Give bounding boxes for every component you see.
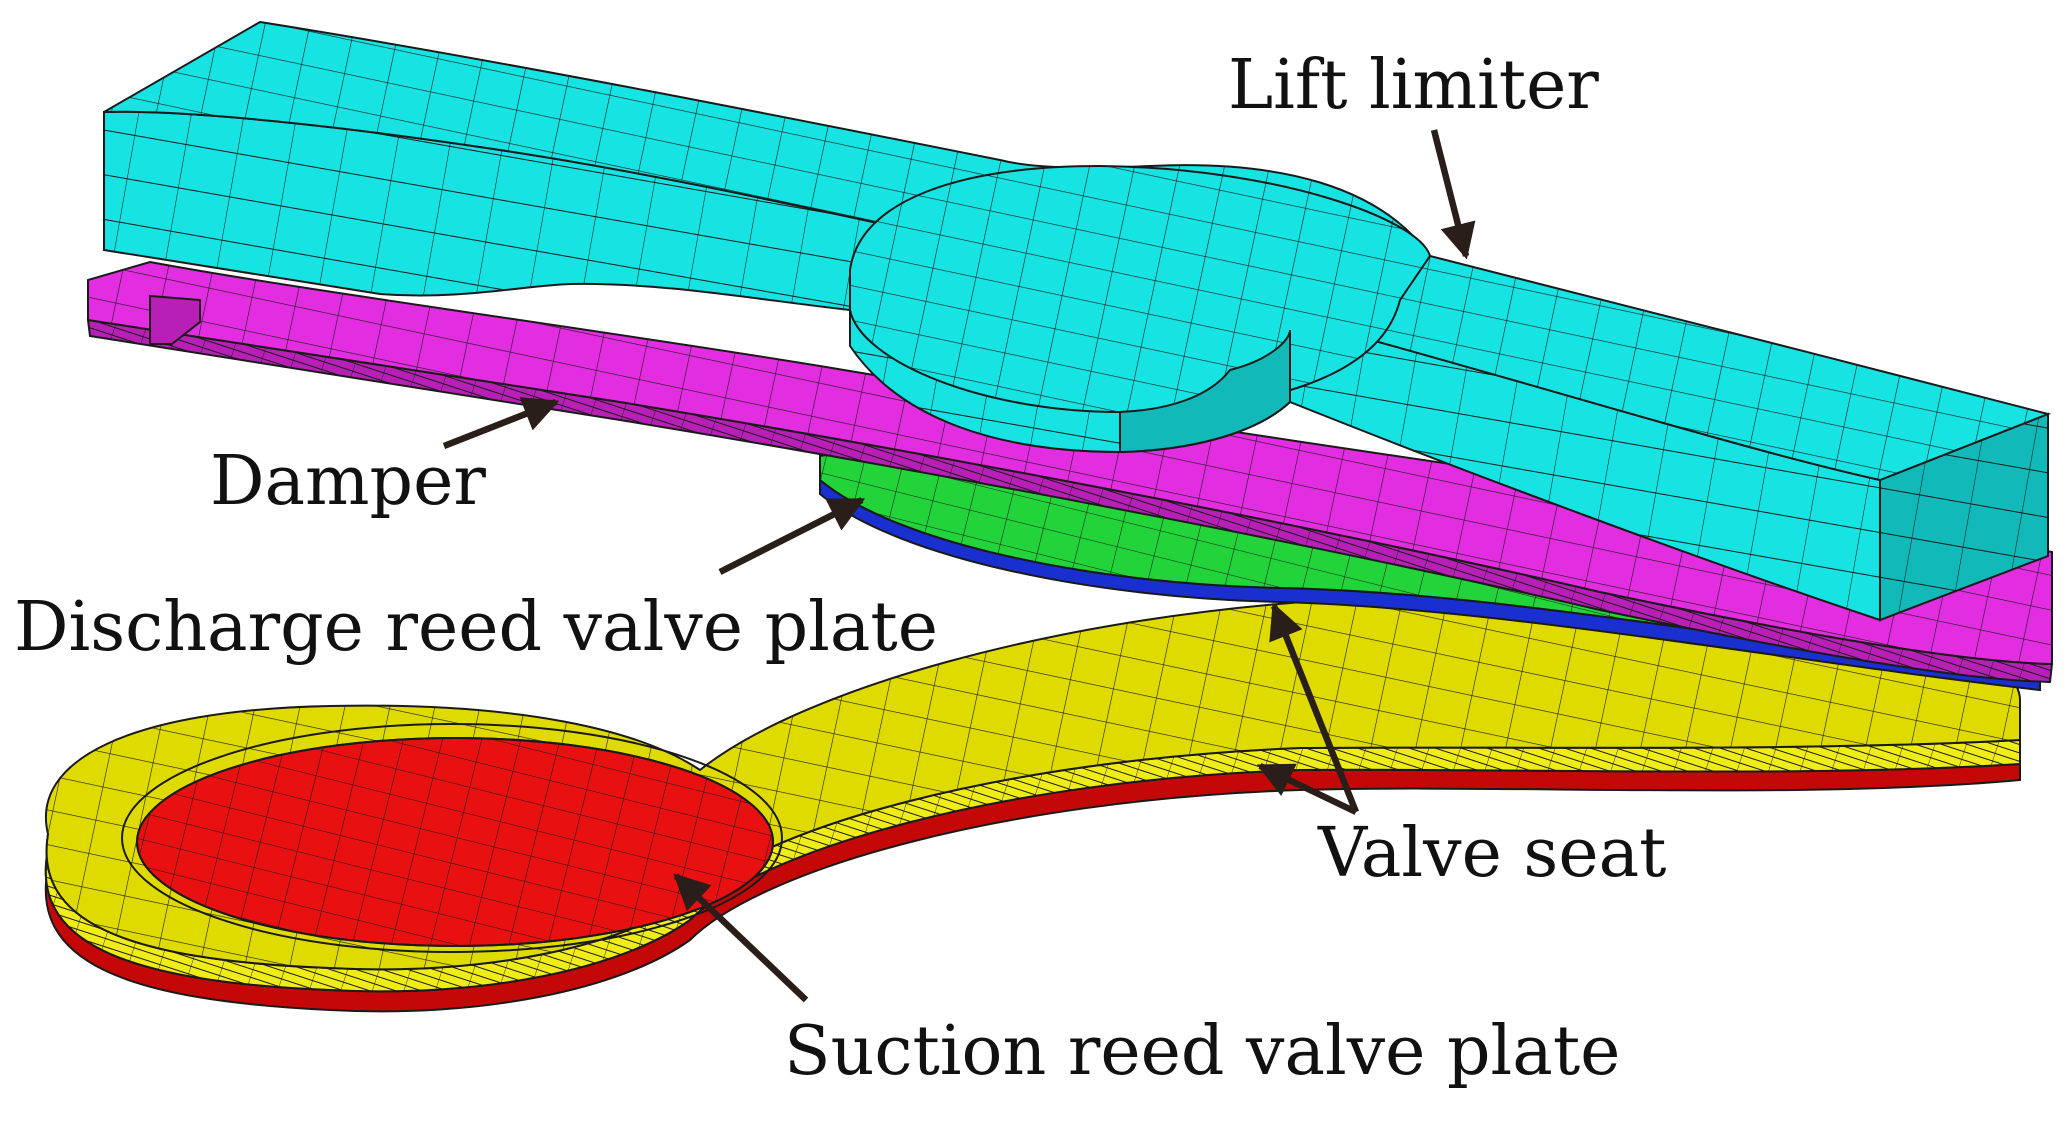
valve-seat-arrow-lower	[1256, 763, 1358, 815]
discharge-plate-arrow	[718, 497, 866, 575]
valve-seat-rim	[121, 723, 783, 953]
valve-seat-label: Valve seat	[1318, 814, 1667, 893]
suction-plate-arrow	[673, 873, 809, 1003]
lift-limiter-group	[103, 20, 2052, 622]
lift-limiter-arrow	[1430, 129, 1476, 260]
leader-arrows	[442, 129, 1476, 1003]
damper-arrow	[442, 397, 560, 450]
discharge-reed-valve-plate-label: Discharge reed valve plate	[14, 588, 938, 667]
valve-seat-assembly	[44, 596, 2021, 1013]
lift-limiter-label: Lift limiter	[1228, 46, 1599, 125]
lift-limiter-boss-rim	[1119, 329, 1291, 454]
damper-label: Damper	[210, 442, 486, 521]
damper-tab	[149, 294, 201, 345]
suction-reed-valve-plate-label: Suction reed valve plate	[784, 1012, 1621, 1091]
valve-seat-arrow-upper	[1269, 602, 1360, 814]
